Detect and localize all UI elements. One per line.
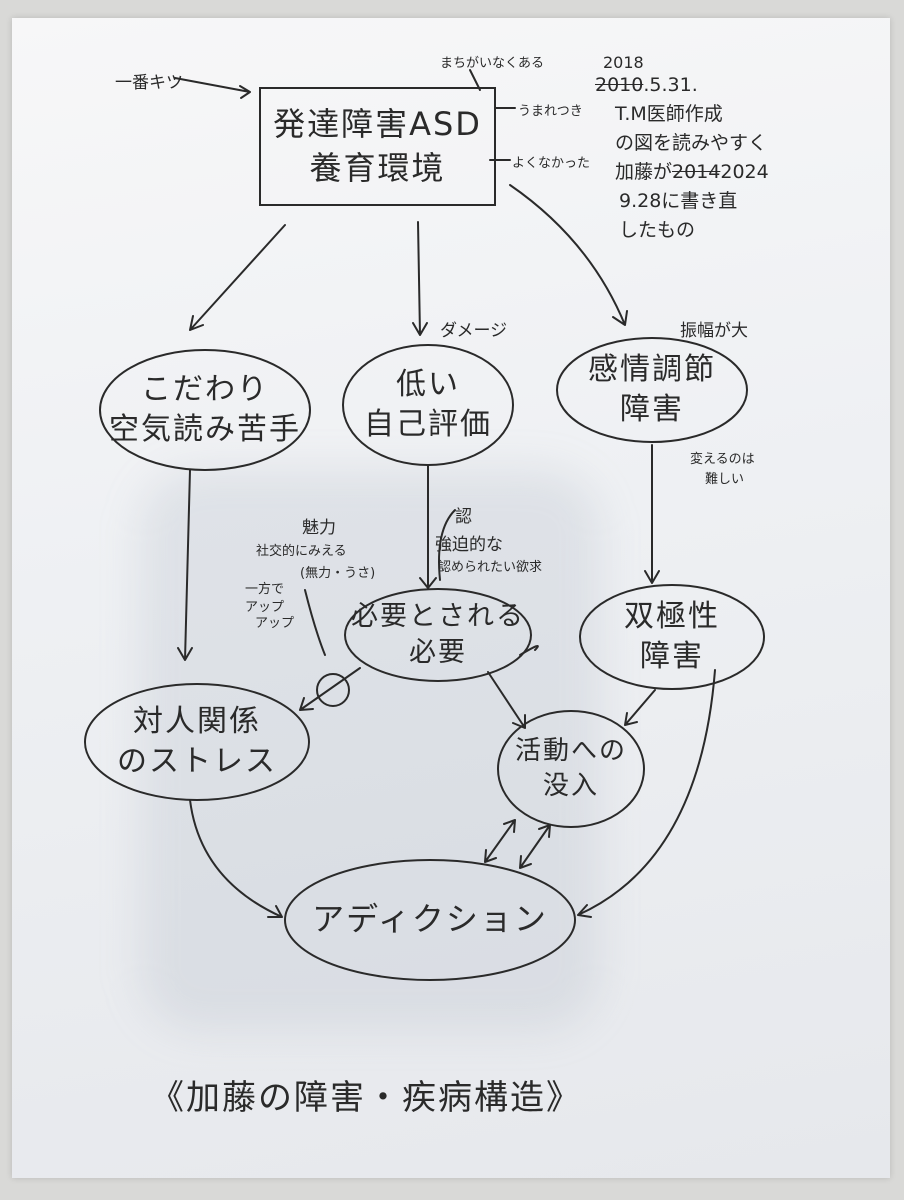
- node-addiction: アディクション: [285, 860, 575, 980]
- annotation-charm: 魅力: [302, 518, 336, 538]
- annotation-meanwhile: 一方で: [245, 582, 285, 597]
- arrow-hardest: [174, 77, 251, 99]
- node-bipolar-shape: [579, 584, 765, 690]
- arrow-kodawari-interpersonal: [177, 469, 193, 661]
- arrow-root-emotion: [509, 184, 628, 326]
- node-emotion: 感情調節 障害: [557, 338, 747, 442]
- annotation-sociable-paren: (無力・うさ): [300, 566, 376, 581]
- node-bipolar: 双極性 障害: [580, 585, 764, 689]
- node-immersion: 活動への 没入: [498, 711, 644, 827]
- node-needed-line1: 必要とされる: [351, 600, 525, 632]
- leader-charm: [304, 589, 326, 656]
- node-interpersonal-line1: 対人関係: [133, 703, 261, 739]
- node-interpersonal-shape: [84, 683, 310, 801]
- node-addiction-label: アディクション: [312, 900, 548, 939]
- node-emotion-line2: 障害: [620, 392, 684, 427]
- annotation-definitely: まちがいなくある: [440, 56, 545, 71]
- note-line5: したもの: [619, 219, 696, 241]
- arrow-bipolar-immersion: [624, 689, 656, 726]
- note-line3a: 加藤が: [615, 161, 673, 183]
- node-root: 発達障害ASD 養育環境: [260, 88, 495, 205]
- node-kodawari-line1: こだわり: [141, 371, 269, 407]
- annotation-damage: ダメージ: [440, 321, 508, 341]
- paper-sheet: [12, 18, 890, 1178]
- arrow-root-selfesteem: [412, 221, 428, 336]
- arrow-needed-immersion: [487, 671, 526, 729]
- annotation-recog: 認: [455, 507, 472, 527]
- node-interpersonal-line2: のストレス: [117, 744, 277, 779]
- node-emotion-line1: 感情調節: [588, 351, 716, 387]
- annotation-want-recog: 認められたい欲求: [438, 560, 543, 575]
- node-kodawari-line2: 空気読み苦手: [109, 412, 301, 447]
- annotation-amplitude: 振幅が大: [680, 321, 748, 341]
- annotation-hard-to-change-1: 変えるのは: [690, 452, 755, 467]
- node-bipolar-line1: 双極性: [624, 598, 720, 634]
- photo-shadow: [140, 470, 600, 1030]
- note-date: .5.31.: [643, 74, 698, 96]
- node-addiction-shape: [284, 859, 576, 981]
- note-year-old: 2010: [595, 74, 644, 96]
- node-needed-shape: [344, 588, 532, 682]
- annotation-hardest: 一番キツ: [115, 73, 183, 93]
- node-self-esteem: 低い 自己評価: [343, 345, 513, 465]
- arrow-root-kodawari: [189, 224, 286, 331]
- annotation-sociable: 社交的にみえる: [256, 544, 347, 559]
- arrow-interpersonal-addiction: [189, 799, 283, 918]
- note-line3-struck: 2014: [672, 161, 721, 183]
- note-year-new: 2018: [603, 53, 644, 72]
- conflict-symbol: [316, 673, 350, 707]
- arrow-emotion-bipolar: [644, 444, 660, 584]
- date-note: 2018 2010.5.31. T.M医師作成 の図を読みやすく 加藤が2014…: [595, 48, 769, 245]
- leader-recog: [438, 509, 456, 581]
- arrow-selfesteem-needed: [419, 464, 437, 589]
- node-bipolar-line2: 障害: [640, 639, 704, 674]
- node-emotion-shape: [556, 337, 748, 443]
- node-root-line2: 養育環境: [309, 148, 446, 187]
- annotation-not-good: よくなかった: [512, 156, 591, 171]
- arrow-needed-loop: [519, 645, 539, 656]
- annotation-upup-1: アップ: [245, 600, 285, 615]
- arrow-bipolar-addiction: [577, 669, 716, 918]
- note-line4: 9.28に書き直: [619, 190, 738, 212]
- node-needed: 必要とされる 必要: [345, 589, 531, 681]
- node-self-esteem-line1: 低い: [396, 366, 460, 402]
- node-interpersonal: 対人関係 のストレス: [85, 684, 309, 800]
- leader-definitely: [469, 69, 481, 91]
- node-kodawari: こだわり 空気読み苦手: [100, 350, 310, 470]
- note-line3b: 2024: [720, 161, 769, 183]
- node-immersion-line1: 活動への: [514, 735, 627, 766]
- node-kodawari-shape: [99, 349, 311, 471]
- arrow-immersion-addiction-2: [519, 824, 551, 869]
- node-root-line1: 発達障害ASD: [273, 105, 482, 144]
- annotation-upup-2: アップ: [255, 616, 295, 631]
- node-immersion-shape: [497, 710, 645, 828]
- arrow-immersion-addiction-1: [484, 819, 516, 863]
- annotation-compulsive: 強迫的な: [435, 535, 503, 555]
- note-line2: の図を読みやすく: [615, 132, 768, 154]
- conflict-arrow: [299, 667, 361, 711]
- annotation-innate: うまれつき: [518, 104, 583, 119]
- root-box: [259, 87, 496, 206]
- node-immersion-line2: 没入: [542, 771, 599, 801]
- annotation-hard-to-change-2: 難しい: [705, 472, 745, 487]
- note-line1: T.M医師作成: [615, 103, 723, 125]
- node-self-esteem-line2: 自己評価: [364, 407, 492, 442]
- diagram-title: 《加藤の障害・疾病構造》: [150, 1078, 582, 1118]
- node-needed-line2: 必要: [409, 637, 467, 668]
